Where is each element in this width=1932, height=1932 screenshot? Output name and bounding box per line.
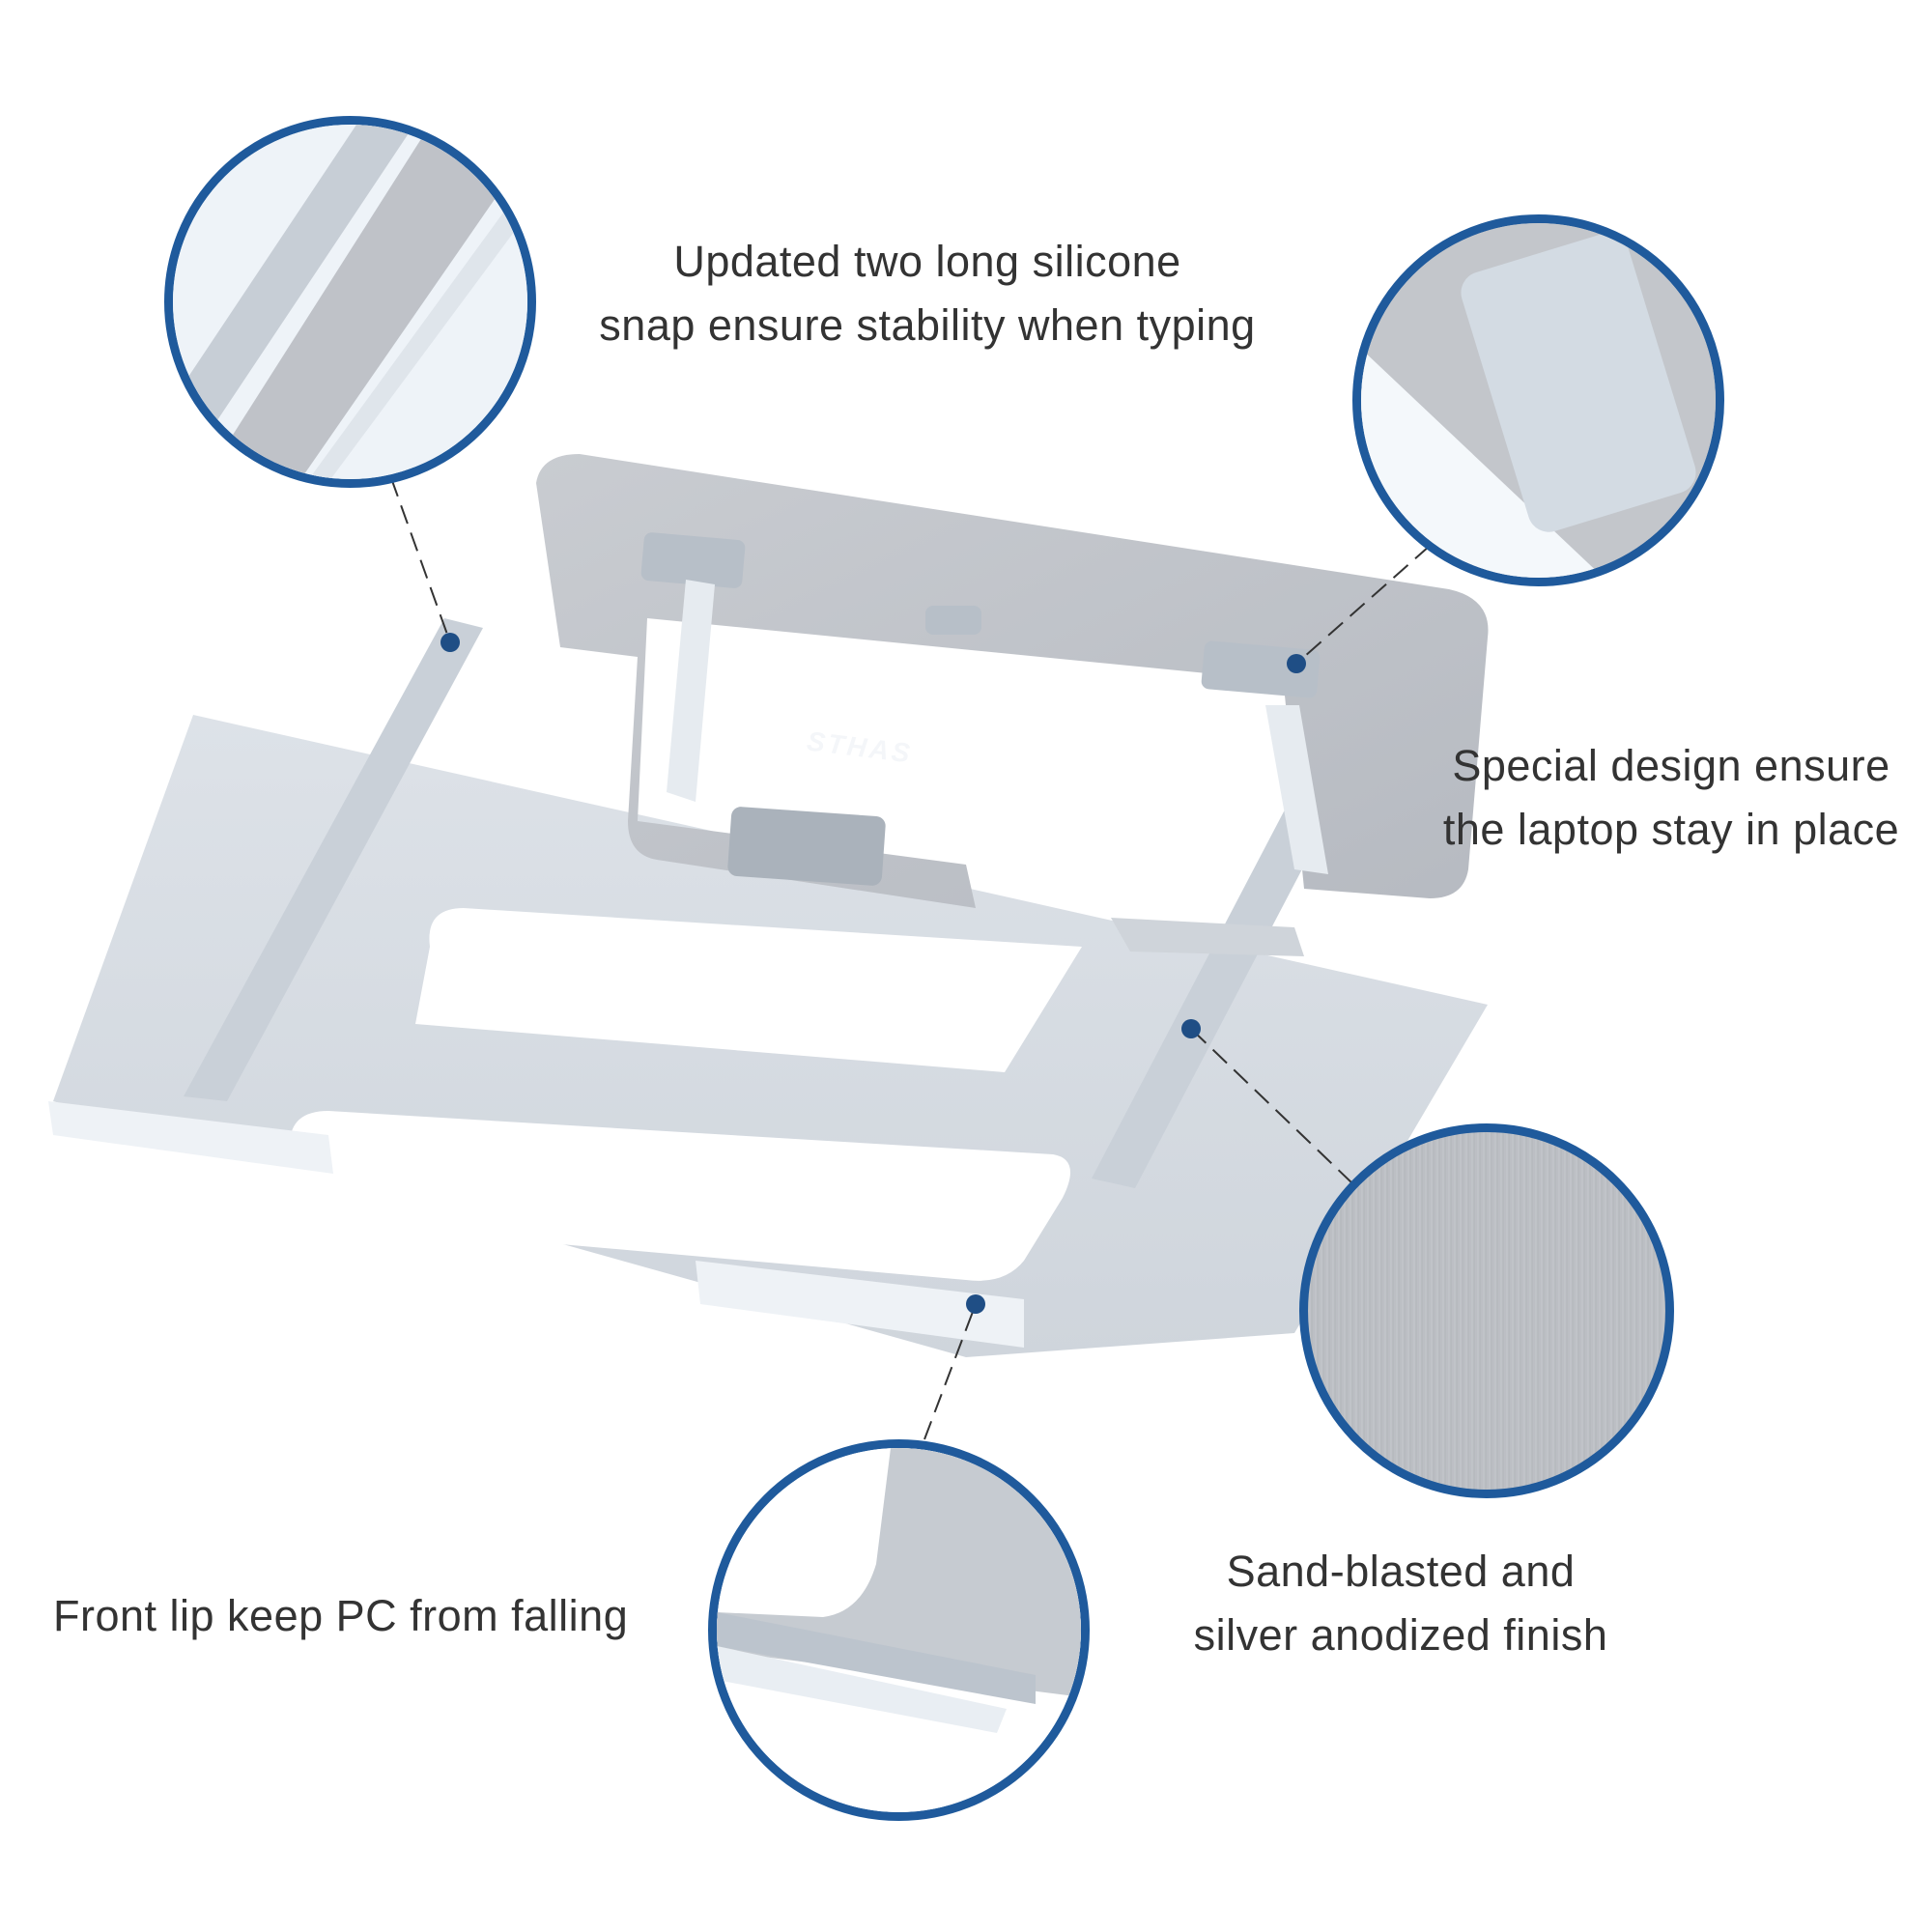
caption-line: Updated two long silicone [673,237,1181,286]
silicone-bottom-pad [727,807,886,886]
detail-circle-front-lip [708,1439,1090,1821]
caption-front-lip: Front lip keep PC from falling [53,1584,710,1648]
caption-line: Sand-blasted and [1226,1547,1576,1596]
detail-circle-stopper [1352,214,1724,586]
leader-line-silicone-strip [390,477,451,643]
leader-line-front-lip [923,1303,977,1440]
caption-line: silver anodized finish [1193,1610,1608,1660]
marker-dot-front-lip [966,1294,985,1314]
leader-line-finish [1190,1028,1353,1184]
marker-dot-stopper [1287,654,1306,673]
caption-silicone-strips: Updated two long silicone snap ensure st… [541,230,1314,357]
stopper-closeup [1361,223,1716,578]
caption-finish: Sand-blasted and silver anodized finish [1159,1540,1642,1667]
caption-line: Front lip keep PC from falling [53,1591,629,1640]
stand-top-plate [536,454,1489,908]
marker-dot-finish [1181,1019,1201,1038]
silicone-stopper-left [640,532,746,588]
leader-line-stopper [1295,545,1431,665]
silicone-stopper-right [1201,640,1321,698]
silicone-center-pad [925,606,981,635]
silicone-strip-closeup [173,125,527,479]
caption-line: Special design ensure [1452,741,1890,790]
caption-stopper-design: Special design ensure the laptop stay in… [1410,734,1932,862]
caption-line: the laptop stay in place [1442,805,1900,854]
marker-dot-silicone-strip [440,633,460,652]
detail-circle-silicone-strip [164,116,536,488]
detail-circle-finish [1299,1123,1674,1498]
caption-line: snap ensure stability when typing [599,300,1256,350]
front-lip-closeup [717,1448,1081,1812]
